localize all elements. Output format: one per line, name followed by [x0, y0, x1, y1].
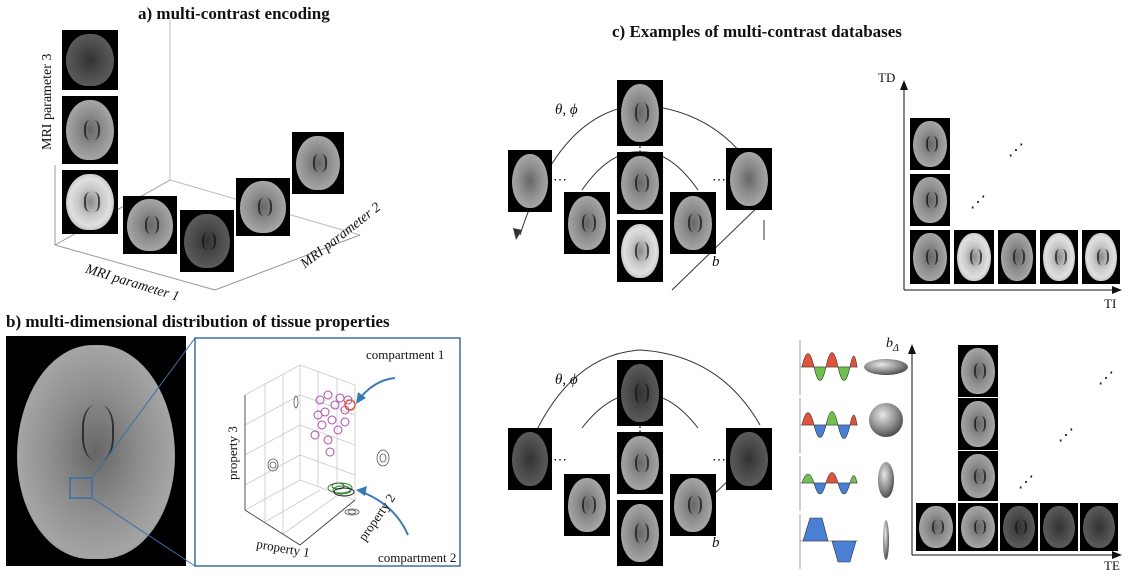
brain-c-bot-center-bottom	[617, 500, 663, 566]
compartment-2-label: compartment 2	[378, 550, 457, 565]
brain-c-bot-center-mid	[617, 432, 663, 494]
panel-c-title: c) Examples of multi-contrast databases	[612, 22, 902, 41]
brain-c-bot-right-inner	[670, 474, 716, 536]
ddots-te-2: ⋰	[1058, 427, 1074, 444]
dots-top-left: ⋯	[553, 173, 567, 188]
vdots-bottom: ⋮	[634, 420, 646, 434]
compartment-1-label: compartment 1	[366, 347, 445, 362]
ddots-te-1: ⋰	[1098, 370, 1114, 387]
brain-td-1	[910, 118, 950, 170]
brain-te-1	[916, 503, 956, 551]
property-3-label: property 3	[225, 426, 240, 480]
brain-image-a5	[180, 210, 234, 272]
ddots-ti-1: ⋰	[1008, 142, 1024, 159]
ddots-ti-2: ⋰	[970, 194, 986, 211]
brain-image-a3	[62, 170, 118, 234]
brain-td-2	[910, 174, 950, 226]
brain-bd-3	[958, 451, 998, 501]
dots-top-right: ⋯	[712, 173, 726, 188]
brain-c-top-left-outer	[508, 150, 552, 212]
brain-te-4	[1040, 503, 1078, 551]
brain-c-bot-center-top	[617, 360, 663, 426]
brain-ti-5	[1082, 230, 1120, 284]
brain-c-top-center-bottom	[617, 220, 663, 282]
brain-bd-2	[958, 398, 998, 450]
brain-axial-large	[6, 336, 186, 566]
brain-c-top-center-mid	[617, 152, 663, 214]
brain-ti-4	[1040, 230, 1078, 284]
brain-ti-2	[954, 230, 994, 284]
brain-bd-1	[958, 345, 998, 397]
panel-a-title: a) multi-contrast encoding	[138, 4, 330, 23]
brain-image-a4	[123, 196, 177, 254]
brain-c-top-right-outer	[726, 148, 772, 210]
brain-te-3	[1000, 503, 1038, 551]
brain-c-top-center-top	[617, 80, 663, 146]
ti-label: TI	[1104, 296, 1117, 311]
b-top-label: b	[712, 254, 720, 270]
b-delta-label: bΔ	[886, 336, 899, 354]
brain-c-top-right-inner	[670, 192, 716, 254]
brain-c-top-left-inner	[564, 192, 610, 254]
b-bottom-label: b	[712, 535, 720, 551]
dots-bottom-right: ⋯	[712, 453, 726, 468]
brain-c-bot-left-inner	[564, 474, 610, 536]
brain-image-a7	[292, 132, 344, 194]
brain-c-bot-right-outer	[726, 428, 772, 490]
vdots-top: ⋮	[634, 140, 646, 154]
brain-image-a6	[236, 178, 290, 236]
ddots-te-3: ⋰	[1018, 474, 1034, 491]
dots-bottom-left: ⋯	[553, 453, 567, 468]
brain-ti-3	[998, 230, 1036, 284]
brain-te-2	[958, 503, 998, 551]
td-label: TD	[878, 70, 896, 85]
brain-ti-1	[910, 230, 950, 284]
theta-phi-top-label: θ, ϕ	[555, 102, 578, 118]
te-label: TE	[1104, 558, 1120, 573]
brain-image-a2	[62, 96, 118, 164]
brain-te-5	[1080, 503, 1118, 551]
brain-c-bot-left-outer	[508, 428, 552, 490]
panel-b-title: b) multi-dimensional distribution of tis…	[6, 312, 390, 331]
brain-image-a1	[62, 30, 118, 90]
theta-phi-bottom-label: θ, ϕ	[555, 372, 578, 388]
